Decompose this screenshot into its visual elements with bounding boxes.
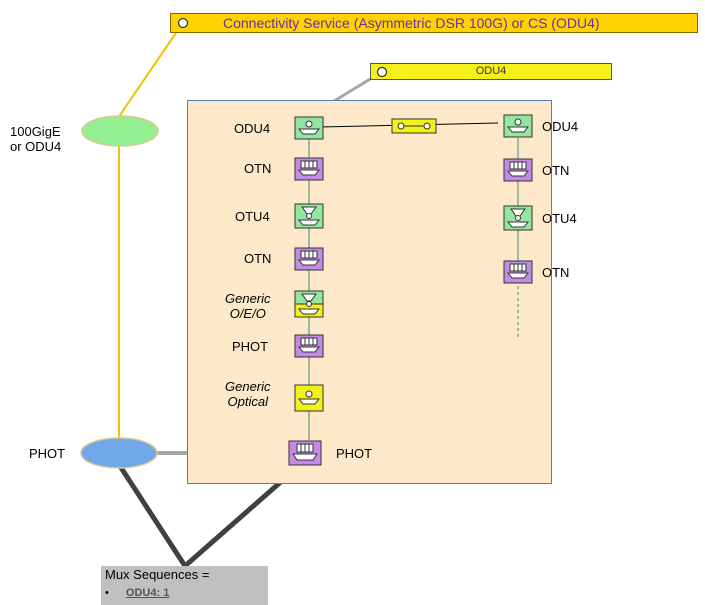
mux-icon[interactable] bbox=[503, 260, 533, 284]
mux-icon[interactable] bbox=[294, 334, 324, 358]
oeo-adaptation-icon[interactable] bbox=[294, 290, 324, 318]
service-bar[interactable]: Connectivity Service (Asymmetric DSR 100… bbox=[170, 13, 698, 33]
ellipse-phot[interactable] bbox=[79, 435, 159, 471]
left-label-optical: Generic Optical bbox=[225, 379, 271, 409]
ctp-icon[interactable] bbox=[503, 114, 533, 138]
right-label-odu4: ODU4 bbox=[542, 119, 579, 134]
left-label-oeo: Generic O/E/O bbox=[225, 291, 271, 321]
left-label-phot-1: PHOT bbox=[232, 339, 269, 354]
mux-title: Mux Sequences = bbox=[105, 567, 210, 582]
right-label-otn-1: OTN bbox=[542, 163, 570, 178]
mux-bullet-row: • ODU4: 1 bbox=[105, 587, 169, 599]
ctp-icon[interactable] bbox=[294, 116, 324, 140]
ellipse-100gige[interactable] bbox=[80, 113, 160, 149]
cross-connect[interactable] bbox=[391, 118, 437, 134]
mux-sequences-box: Mux Sequences = • ODU4: 1 bbox=[101, 566, 268, 605]
service-link-line bbox=[117, 23, 183, 119]
left-label-phot-2: PHOT bbox=[336, 446, 373, 461]
service-label: Connectivity Service (Asymmetric DSR 100… bbox=[223, 15, 600, 31]
mux-icon[interactable] bbox=[294, 157, 324, 181]
right-label-otn-2: OTN bbox=[542, 265, 570, 280]
circle-icon bbox=[177, 17, 189, 29]
ellipse-top-label: 100GigE or ODU4 bbox=[10, 124, 62, 154]
left-label-odu4: ODU4 bbox=[234, 121, 271, 136]
mux-icon[interactable] bbox=[294, 247, 324, 271]
right-label-otu4: OTU4 bbox=[542, 211, 577, 226]
left-label-otn-1: OTN bbox=[244, 161, 272, 176]
optical-ctp-icon[interactable] bbox=[294, 384, 324, 412]
mux-link-left bbox=[115, 461, 188, 568]
adaptation-icon[interactable] bbox=[294, 203, 324, 229]
odu4-bar[interactable]: ODU4 bbox=[370, 63, 612, 80]
odu4-bar-label: ODU4 bbox=[475, 65, 507, 77]
mux-bullet: • bbox=[105, 587, 109, 599]
left-label-otu4: OTU4 bbox=[235, 209, 270, 224]
mux-icon[interactable] bbox=[288, 440, 322, 466]
network-element-panel bbox=[187, 100, 552, 484]
mux-icon[interactable] bbox=[503, 158, 533, 182]
adaptation-icon[interactable] bbox=[503, 205, 533, 231]
mux-item: ODU4: 1 bbox=[125, 587, 170, 599]
ellipse-bottom-label: PHOT bbox=[29, 446, 66, 461]
left-label-otn-2: OTN bbox=[244, 251, 272, 266]
circle-icon bbox=[376, 66, 388, 78]
